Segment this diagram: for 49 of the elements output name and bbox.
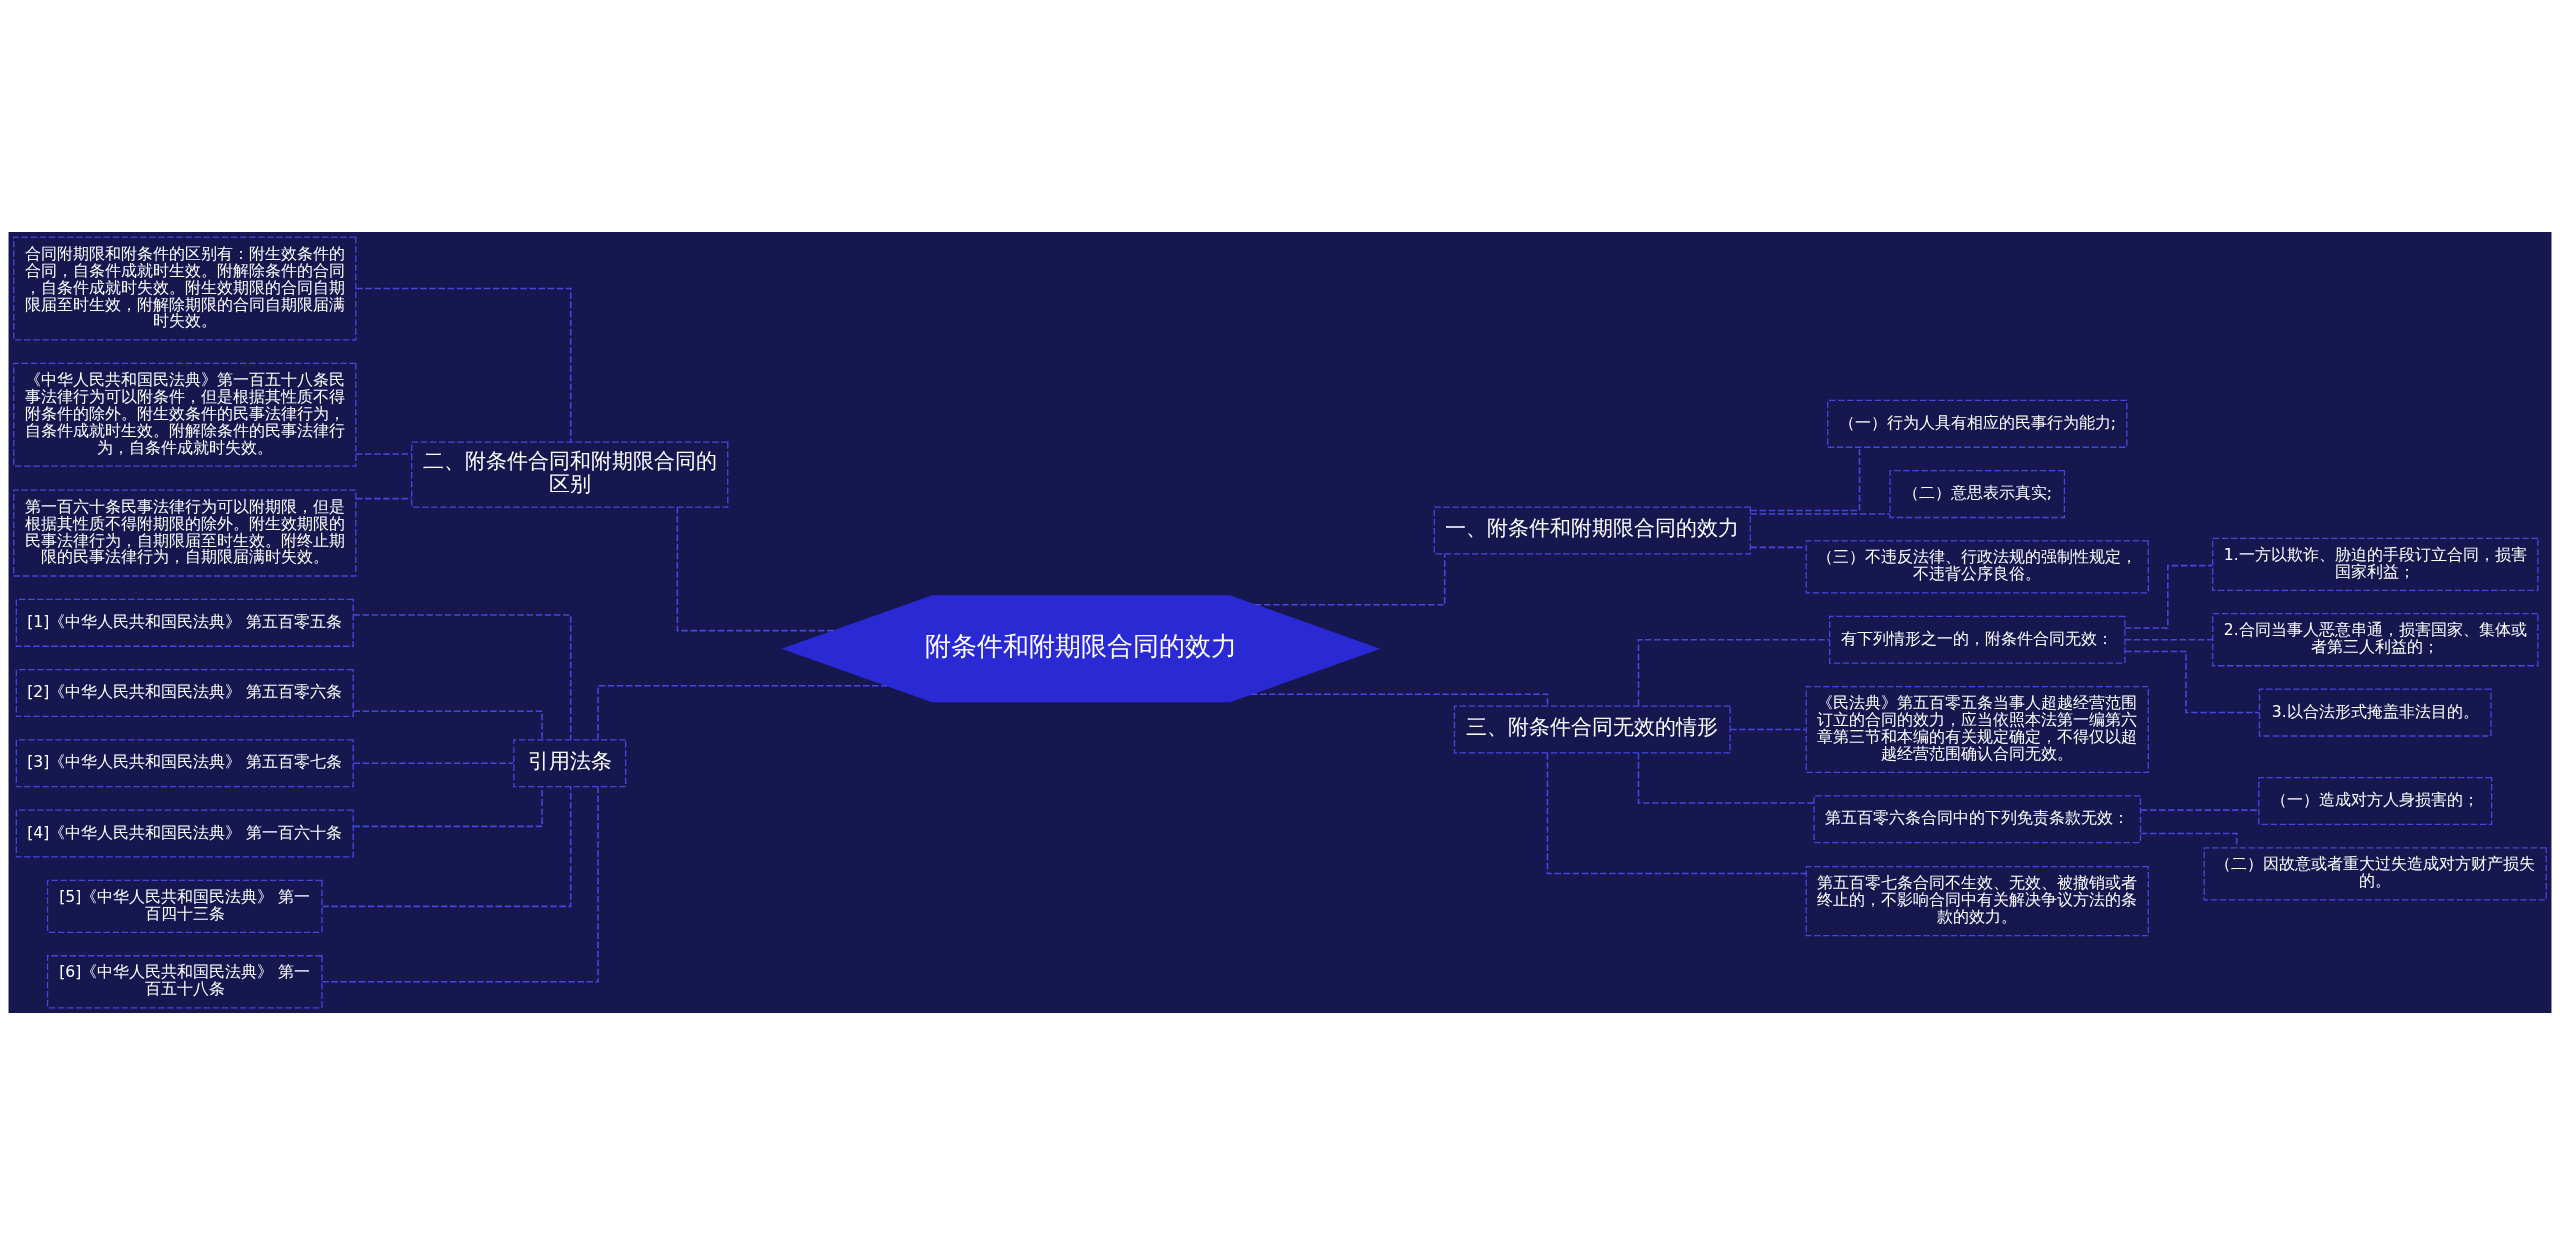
node-box: 《民法典》第五百零五条当事人超越经营范围订立的合同的效力，应当依照本法第一编第六章第三节和本编的有关规定确定，不得仅以超越经营范围确认合同无效。 bbox=[1805, 685, 2149, 774]
node-box: （二）意思表示真实; bbox=[1889, 470, 2066, 519]
node-box: 合同附期限和附条件的区别有：附生效条件的合同，自条件成就时生效。附解除条件的合同，自条件成就时失效。附生效期限的合同自期限届至时生效，附解除期限的合同自期限届满时失效。 bbox=[13, 236, 357, 341]
node-box: [3]《中华人民共和国民法典》 第五百零七条 bbox=[15, 739, 354, 788]
node-box: [5]《中华人民共和国民法典》 第一百四十三条 bbox=[46, 879, 323, 933]
node-box: 1.一方以欺诈、胁迫的手段订立合同，损害国家利益； bbox=[2212, 537, 2539, 591]
connector bbox=[355, 287, 572, 443]
node-box: （一）造成对方人身损害的； bbox=[2258, 776, 2493, 826]
connector bbox=[1637, 752, 1815, 804]
node-box: （二）因故意或者重大过失造成对方财产损失的。 bbox=[2203, 847, 2547, 901]
connector bbox=[676, 506, 836, 632]
node-box: [6]《中华人民共和国民法典》 第一百五十八条 bbox=[46, 955, 323, 1009]
node-box: 第一百六十条民事法律行为可以附期限，但是根据其性质不得附期限的除外。附生效期限的民事法律行为，自期限届至时生效。附终止期限的民事法律行为，自期限届满时失效。 bbox=[13, 489, 357, 577]
connector bbox=[1729, 728, 1807, 731]
node-box: 《中华人民共和国民法典》第一百五十八条民事法律行为可以附条件，但是根据其性质不得附条件的除外。附生效条件的民事法律行为，自条件成就时生效。附解除条件的民事法律行为，自条件成就时失效。 bbox=[13, 362, 357, 467]
node-box: 有下列情形之一的，附条件合同无效： bbox=[1829, 615, 2126, 664]
node-box: 一、附条件和附期限合同的效力 bbox=[1433, 506, 1751, 555]
connector bbox=[352, 614, 572, 741]
connector bbox=[2124, 650, 2260, 714]
connector bbox=[2140, 809, 2260, 811]
connector bbox=[1749, 446, 1861, 512]
node-box: 3.以合法形式掩盖非法目的。 bbox=[2258, 688, 2492, 737]
node-box: 引用法条 bbox=[513, 739, 627, 788]
connector bbox=[1254, 553, 1446, 606]
connector bbox=[1749, 513, 1891, 515]
node-box: [1]《中华人民共和国民法典》 第五百零五条 bbox=[15, 598, 354, 647]
connector bbox=[321, 786, 572, 908]
connector bbox=[2140, 832, 2238, 849]
connector bbox=[2124, 564, 2214, 629]
connector bbox=[355, 497, 413, 500]
connector bbox=[1637, 638, 1831, 707]
node-box: [2]《中华人民共和国民法典》 第五百零六条 bbox=[15, 669, 354, 718]
node-box: [4]《中华人民共和国民法典》 第一百六十条 bbox=[15, 809, 354, 858]
node-box: 第五百零七条合同不生效、无效、被撤销或者终止的，不影响合同中有关解决争议方法的条款的效力。 bbox=[1805, 866, 2149, 937]
connector bbox=[597, 685, 889, 741]
node-box: （三）不违反法律、行政法规的强制性规定，不违背公序良俗。 bbox=[1805, 540, 2149, 594]
node-box: 二、附条件合同和附期限合同的区别 bbox=[411, 441, 729, 508]
connector bbox=[1250, 693, 1549, 707]
connector bbox=[1546, 752, 1807, 875]
connector bbox=[352, 762, 515, 765]
connector bbox=[321, 786, 599, 983]
node-box: 三、附条件合同无效的情形 bbox=[1453, 705, 1731, 754]
connector bbox=[352, 710, 543, 741]
connector bbox=[355, 453, 413, 455]
connector bbox=[2124, 638, 2214, 641]
node-box: 第五百零六条合同中的下列免责条款无效： bbox=[1813, 795, 2142, 844]
node-box: 2.合同当事人恶意串通，损害国家、集体或者第三人利益的； bbox=[2212, 613, 2539, 667]
node-box: （一）行为人具有相应的民事行为能力; bbox=[1827, 399, 2128, 448]
connector bbox=[1749, 546, 1807, 549]
